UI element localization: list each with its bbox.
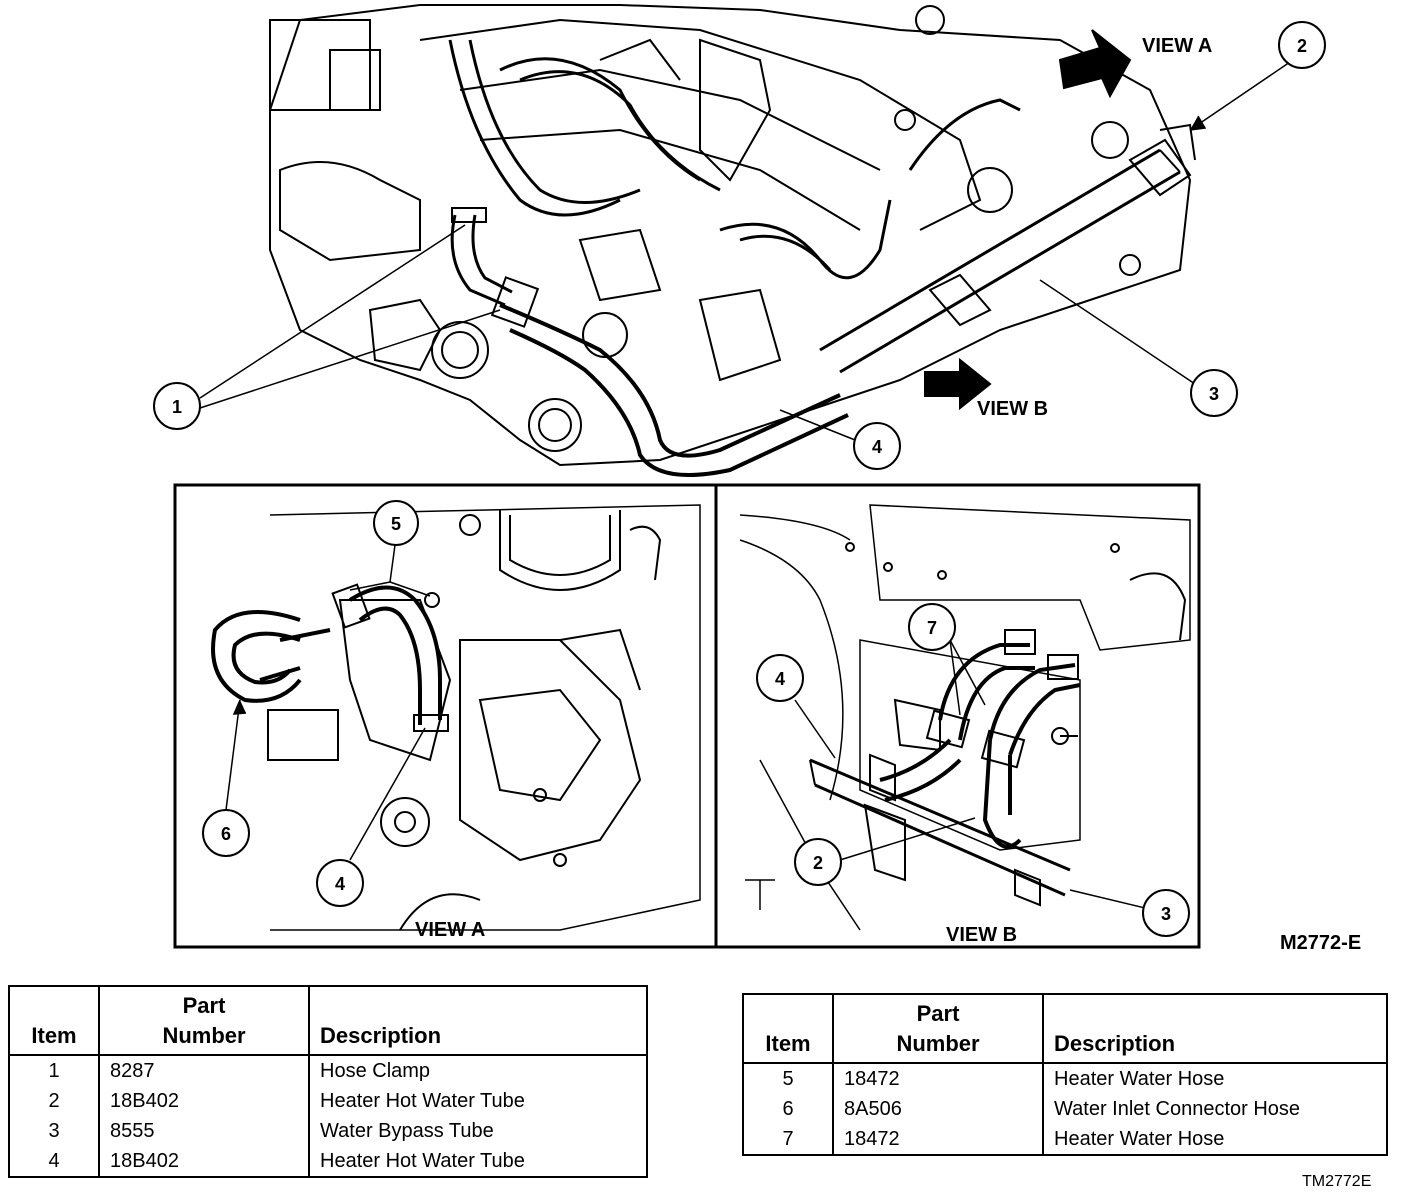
description-cell: Heater Water Hose [1042,1124,1387,1156]
part-number-cell: 18B402 [98,1086,309,1117]
view-b-panel [714,483,1201,949]
header-description: Description [1042,994,1387,1064]
description-cell: Water Bypass Tube [308,1116,647,1147]
callout-main-2: 2 [1297,36,1307,56]
table-row: 5 18472 Heater Water Hose [743,1063,1387,1095]
view-a-illustration [202,500,701,931]
table-row: 7 18472 Heater Water Hose [743,1124,1387,1156]
figure-code: M2772-E [1280,932,1362,954]
item-cell: 7 [782,1128,794,1151]
table-row: 3 8555 Water Bypass Tube [9,1116,647,1147]
table-code: TM2772E [1302,1173,1372,1190]
header-part-line1: Part [182,993,226,1018]
view-a-caption: VIEW A [415,919,485,941]
description-cell: Heater Hot Water Tube [308,1086,647,1117]
view-b-caption: VIEW B [946,924,1017,946]
part-number-cell: 18472 [832,1124,1043,1156]
header-item: Item [765,1030,811,1056]
header-part-line1: Part [916,1001,960,1026]
diagram-svg: 1 2 3 4 VIEW A VIEW B [153,4,1326,949]
header-part-line2: Number [162,1022,246,1048]
item-cell: 5 [782,1068,794,1091]
part-number-cell: 18B402 [98,1146,309,1178]
table-row: 2 18B402 Heater Hot Water Tube [9,1086,647,1117]
part-number-cell: 18472 [832,1063,1043,1095]
view-a-arrow-label: VIEW A [1142,35,1212,57]
item-cell: 1 [48,1060,60,1083]
item-cell: 6 [782,1098,794,1121]
callout-view-b-4: 4 [775,669,785,689]
header-item: Item [31,1022,77,1048]
item-cell: 4 [48,1150,60,1173]
table-row: 6 8A506 Water Inlet Connector Hose [743,1094,1387,1125]
callout-main-4: 4 [872,437,882,457]
callout-view-a-6: 6 [221,824,231,844]
view-b-illustration [739,504,1191,937]
view-b-arrow-label: VIEW B [977,398,1048,420]
part-number-cell: 8287 [98,1055,309,1087]
callout-view-b-2: 2 [813,853,823,873]
description-cell: Heater Water Hose [1042,1063,1387,1095]
item-cell: 2 [48,1090,60,1113]
item-cell: 3 [48,1120,60,1143]
part-number-cell: 8555 [98,1116,309,1147]
header-description: Description [308,986,647,1056]
description-cell: Water Inlet Connector Hose [1042,1094,1387,1125]
callout-main-3: 3 [1209,384,1219,404]
table-row: 4 18B402 Heater Hot Water Tube [9,1146,647,1178]
callout-main-1: 1 [172,397,182,417]
callout-view-a-4: 4 [335,874,345,894]
callout-view-a-5: 5 [391,514,401,534]
engine-illustration [153,4,1326,477]
header-part-line2: Number [896,1030,980,1056]
description-cell: Heater Hot Water Tube [308,1146,647,1178]
description-cell: Hose Clamp [308,1055,647,1087]
part-number-cell: 8A506 [832,1094,1043,1125]
callout-view-b-7: 7 [927,618,937,638]
table-row: 1 8287 Hose Clamp [9,1055,647,1087]
callout-view-b-3: 3 [1161,904,1171,924]
